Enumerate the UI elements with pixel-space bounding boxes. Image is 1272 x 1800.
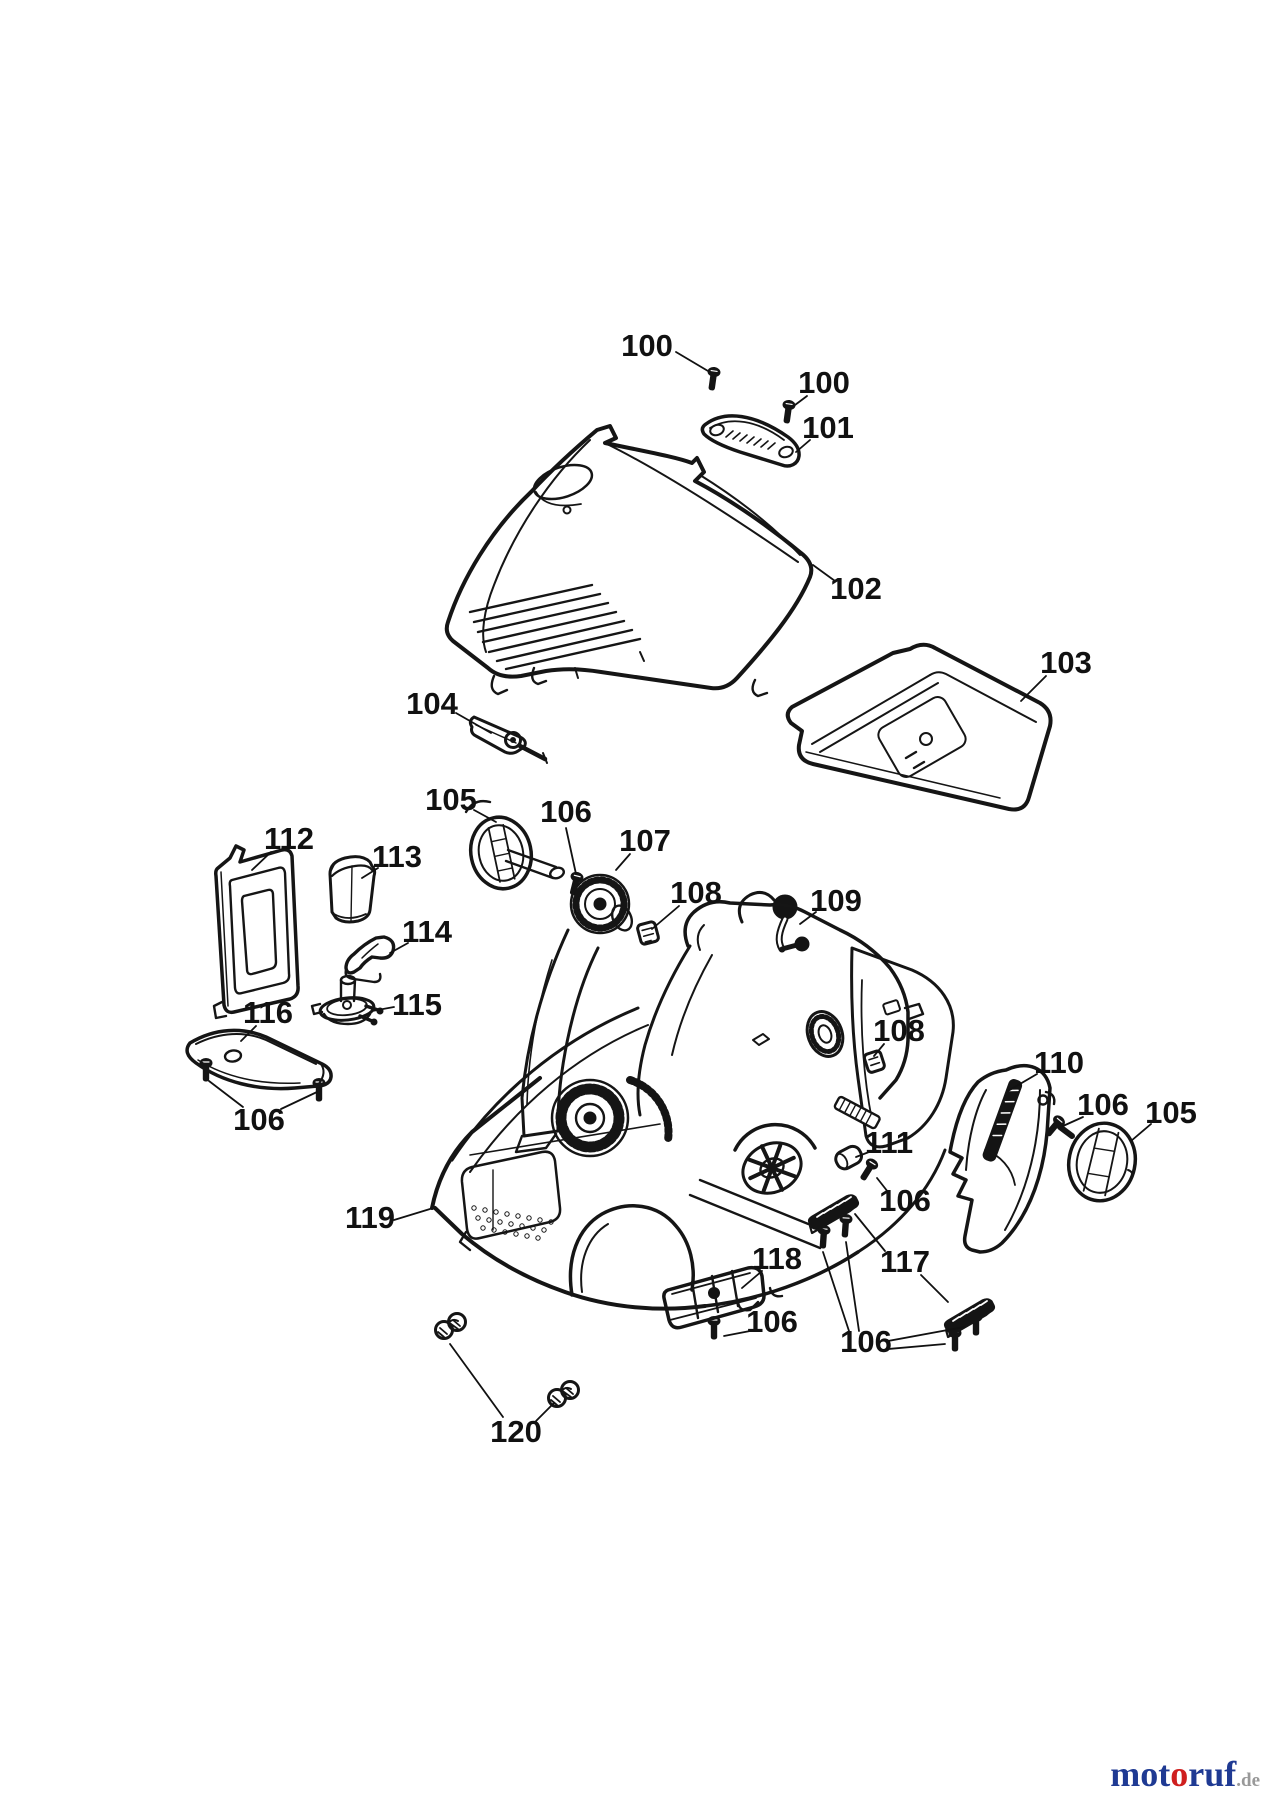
leader-line-112 (251, 851, 272, 871)
part-hook-114 (344, 935, 396, 984)
part-bushing-111 (834, 1144, 864, 1171)
part-label-106-f: 106 (840, 1324, 892, 1359)
leader-line-117 (920, 1274, 949, 1303)
part-label-102: 102 (830, 571, 882, 606)
part-panel-112 (212, 844, 300, 1020)
leader-line-100-a (675, 351, 709, 372)
part-wheel-105-a (464, 799, 565, 891)
part-label-113: 113 (372, 839, 422, 874)
part-label-105-a: 105 (425, 782, 477, 817)
part-screw-100-b (779, 399, 797, 425)
part-label-106-b: 106 (233, 1102, 285, 1137)
leader-line-120 (535, 1402, 555, 1422)
leader-line-116 (240, 1025, 257, 1042)
part-cap-113 (328, 855, 377, 924)
part-label-115: 115 (392, 987, 442, 1022)
leader-line-102 (812, 564, 836, 582)
part-label-109: 109 (810, 883, 862, 918)
part-label-100-b: 100 (798, 365, 850, 400)
leader-line-106-e (723, 1330, 751, 1337)
part-label-100-a: 100 (621, 328, 673, 363)
leader-line-109 (799, 911, 817, 925)
part-chassis-119 (430, 890, 955, 1312)
part-label-108-a: 108 (670, 875, 722, 910)
part-block-117-b (943, 1297, 996, 1339)
part-clip-108-b (862, 1049, 886, 1074)
part-label-119: 119 (345, 1200, 395, 1235)
leader-line-105-b (1130, 1123, 1152, 1142)
leader-line-106-f (822, 1251, 850, 1332)
leader-line-106-d (876, 1177, 889, 1193)
leader-line-117 (854, 1213, 886, 1252)
part-clip-104 (468, 715, 548, 764)
part-label-116: 116 (243, 995, 293, 1030)
part-adjuster-107 (514, 873, 634, 1154)
leader-line-107 (615, 853, 631, 871)
part-wheel-105-b (1057, 1121, 1138, 1203)
part-pulley-115 (310, 974, 384, 1026)
leader-line-101 (795, 439, 811, 453)
part-cover-102 (444, 424, 814, 698)
leader-line-115 (371, 1006, 395, 1012)
part-label-103: 103 (1040, 645, 1092, 680)
leader-line-106-f (845, 1241, 860, 1332)
part-label-106-d: 106 (879, 1183, 931, 1218)
leader-line-105-a (473, 809, 497, 823)
leader-line-106-a (565, 827, 577, 875)
part-label-112: 112 (264, 821, 314, 856)
part-clip-108-a (636, 920, 660, 946)
part-drawings (185, 366, 1138, 1408)
part-label-101: 101 (802, 410, 854, 445)
leader-line-111 (855, 1151, 870, 1158)
motoruf-logo[interactable]: motoruf.de (1110, 1756, 1260, 1792)
part-label-106-a: 106 (540, 794, 592, 829)
part-label-106-c: 106 (1077, 1087, 1129, 1122)
leader-line-106-f (887, 1343, 946, 1350)
part-flap-103 (785, 642, 1053, 812)
logo-text-tld: .de (1236, 1770, 1260, 1791)
part-label-107: 107 (619, 823, 671, 858)
leader-line-104 (455, 712, 492, 734)
leader-line-119 (393, 1208, 431, 1221)
leader-line-106-c (1062, 1116, 1084, 1127)
part-block-117-a (807, 1193, 860, 1235)
leader-line-103 (1020, 675, 1047, 702)
part-label-105-b: 105 (1145, 1095, 1197, 1130)
leader-line-106-b (280, 1091, 318, 1110)
part-label-118: 118 (752, 1241, 802, 1276)
part-label-106-e: 106 (746, 1304, 798, 1339)
leader-line-120 (449, 1343, 504, 1418)
leader-line-110 (1007, 1073, 1038, 1092)
logo-text-end: ruf (1188, 1754, 1237, 1794)
part-baffle-116 (185, 1028, 333, 1091)
part-label-104: 104 (406, 686, 458, 721)
leader-line-113 (361, 867, 379, 879)
logo-text-start: mot (1110, 1754, 1171, 1794)
part-label-120: 120 (490, 1414, 542, 1449)
part-ringclip-120-a (434, 1312, 467, 1340)
leader-line-108-b (873, 1043, 885, 1057)
leader-line-106-b (208, 1080, 244, 1108)
part-deflector-118 (662, 1265, 766, 1330)
leader-line-108-a (651, 905, 680, 930)
part-housing-110 (948, 1064, 1056, 1254)
leader-line-100-b (790, 395, 808, 409)
part-label-110: 110 (1034, 1045, 1084, 1080)
leader-line-106-f (887, 1326, 965, 1342)
part-label-114: 114 (402, 914, 453, 949)
leader-line-118 (741, 1270, 763, 1289)
leader-line-114 (389, 942, 409, 954)
part-handle-101 (700, 414, 801, 468)
part-label-117: 117 (880, 1244, 930, 1279)
part-label-111: 111 (865, 1125, 913, 1160)
logo-text-accent: o (1170, 1754, 1189, 1794)
part-label-108-b: 108 (873, 1013, 925, 1048)
